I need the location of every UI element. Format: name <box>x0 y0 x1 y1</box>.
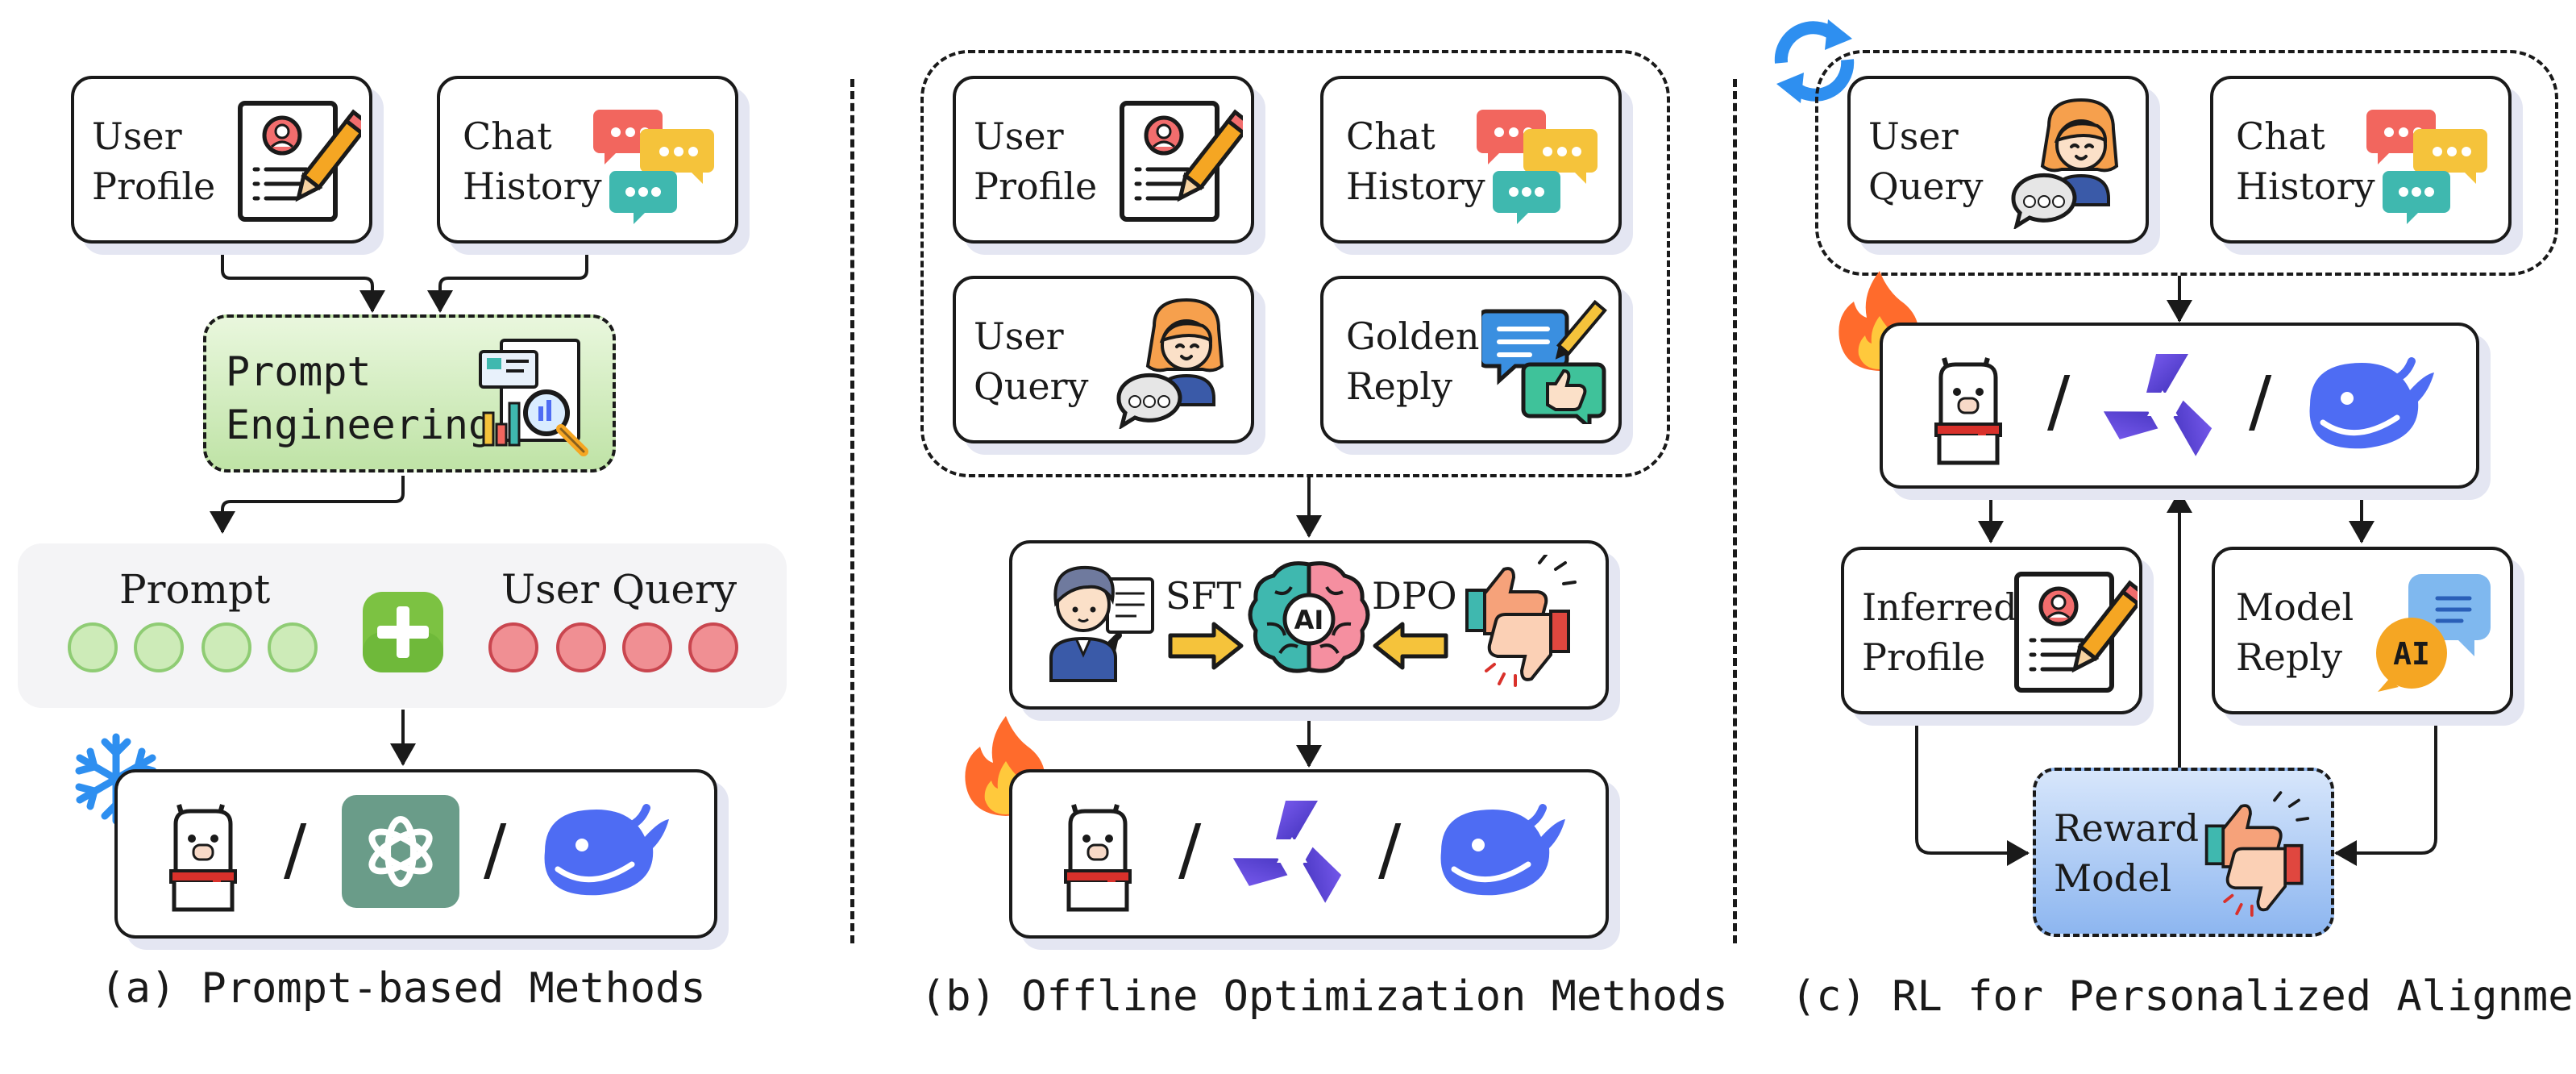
chat-bubbles-icon <box>2366 110 2487 224</box>
chat-history-label: History <box>463 164 602 208</box>
teacher-icon <box>1049 565 1154 682</box>
slash-separator: / <box>2249 361 2272 440</box>
caption-b: (b) Offline Optimization Methods <box>920 972 1728 1021</box>
slash-separator: / <box>2047 361 2071 440</box>
arrow-right-icon <box>1168 622 1244 670</box>
user-profile-label: User <box>92 114 182 158</box>
caption-c: (c) RL for Personalized Alignment <box>1791 972 2576 1021</box>
chat-bubbles-icon <box>1477 110 1598 224</box>
prompt-label: Prompt <box>119 566 271 613</box>
inferred-profile-box: Inferred Profile <box>1841 547 2142 714</box>
user-query-box-b: User Query <box>953 276 1254 443</box>
arrow-history-to-prompt-eng <box>427 244 588 313</box>
golden-reply-label: Reply <box>1346 364 1453 408</box>
chat-history-box-c: Chat History <box>2210 76 2512 244</box>
profile-document-icon <box>2014 572 2138 693</box>
user-profile-label: Profile <box>974 164 1098 208</box>
user-profile-box-b: User Profile <box>953 76 1254 244</box>
golden-reply-box-b: Golden Reply <box>1320 276 1622 443</box>
inferred-profile-label: Inferred <box>1862 585 2017 629</box>
thumbs-up-down-icon <box>2204 791 2310 917</box>
arrow-profile-to-prompt-eng <box>221 244 385 313</box>
reply-approval-icon <box>1481 299 1607 424</box>
prompt-engineering-label: Engineering <box>226 402 493 448</box>
prompt-engineering-label: Prompt <box>226 348 372 395</box>
chat-history-box-a: Chat History <box>437 76 738 244</box>
thumbs-up-down-icon <box>1465 555 1577 687</box>
analytics-magnifier-icon <box>479 339 588 456</box>
chat-history-label: Chat <box>2236 114 2325 158</box>
arrow-left-icon <box>1373 622 1448 670</box>
chat-history-box-b: Chat History <box>1320 76 1622 244</box>
chat-history-label: History <box>1346 164 1485 208</box>
reward-model-label: Model <box>2054 856 2172 900</box>
llama-icon <box>1064 804 1132 912</box>
slash-separator: / <box>284 810 307 889</box>
query-token <box>488 622 538 672</box>
prompt-token <box>134 622 184 672</box>
sft-label: SFT <box>1165 574 1242 618</box>
ai-reply-bubble-icon: AI <box>2376 574 2491 692</box>
user-query-label: User <box>974 314 1064 358</box>
query-token <box>688 622 738 672</box>
profile-document-icon <box>238 101 361 222</box>
model-reply-box: Model Reply AI <box>2212 547 2513 714</box>
openai-logo-icon <box>342 795 459 908</box>
user-query-label-a: User Query <box>501 566 737 613</box>
user-speaking-icon <box>1116 298 1224 429</box>
inferred-profile-label: Profile <box>1862 635 1986 679</box>
prompt-token <box>202 622 251 672</box>
user-query-label: Query <box>1868 164 1984 208</box>
divider-a-b <box>850 79 854 943</box>
user-profile-box-a: User Profile <box>71 76 372 244</box>
inputs-group-b <box>920 50 1670 477</box>
qwen-logo-icon <box>2104 354 2212 456</box>
user-query-label: User <box>1868 114 1959 158</box>
deepseek-whale-icon <box>2309 357 2434 449</box>
user-profile-label: Profile <box>92 164 216 208</box>
chat-bubbles-icon <box>593 110 714 224</box>
arrow-prompt-eng-to-prompt <box>210 476 405 534</box>
query-token <box>556 622 606 672</box>
ai-badge-text: AI <box>2393 636 2430 672</box>
qwen-logo-icon <box>1233 801 1342 903</box>
reward-model-box: Reward Model <box>2033 768 2334 937</box>
user-query-box-c: User Query <box>1847 76 2149 244</box>
caption-a: (a) Prompt-based Methods <box>100 964 706 1013</box>
ai-brain-icon: AI <box>1248 561 1370 673</box>
user-speaking-icon <box>2011 98 2119 229</box>
prompt-engineering-box: Prompt Engineering <box>203 314 616 472</box>
slash-separator: / <box>484 810 507 889</box>
arrow-reply-to-reward <box>2334 714 2437 866</box>
chat-history-label: Chat <box>1346 114 1435 158</box>
profile-document-icon <box>1120 101 1243 222</box>
llama-icon <box>1934 357 2002 465</box>
deepseek-whale-icon <box>1440 804 1565 896</box>
chat-history-label: Chat <box>463 114 552 158</box>
ai-badge-text: AI <box>1294 605 1324 635</box>
prompt-token <box>268 622 318 672</box>
llama-icon <box>169 804 237 912</box>
divider-b-c <box>1733 79 1737 943</box>
dpo-label: DPO <box>1372 574 1457 618</box>
plus-icon <box>363 592 443 672</box>
user-query-label: Query <box>974 364 1089 408</box>
deepseek-whale-icon <box>544 804 669 896</box>
reward-model-label: Reward <box>2054 806 2200 850</box>
chat-history-label: History <box>2236 164 2375 208</box>
model-reply-label: Model <box>2236 585 2354 629</box>
inputs-group-c <box>1815 50 2558 276</box>
arrow-inferred-to-reward <box>1915 714 2030 866</box>
query-token <box>622 622 672 672</box>
prompt-token <box>68 622 118 672</box>
user-profile-label: User <box>974 114 1064 158</box>
golden-reply-label: Golden <box>1346 314 1480 358</box>
slash-separator: / <box>1178 810 1202 889</box>
slash-separator: / <box>1378 810 1402 889</box>
model-reply-label: Reply <box>2236 635 2343 679</box>
